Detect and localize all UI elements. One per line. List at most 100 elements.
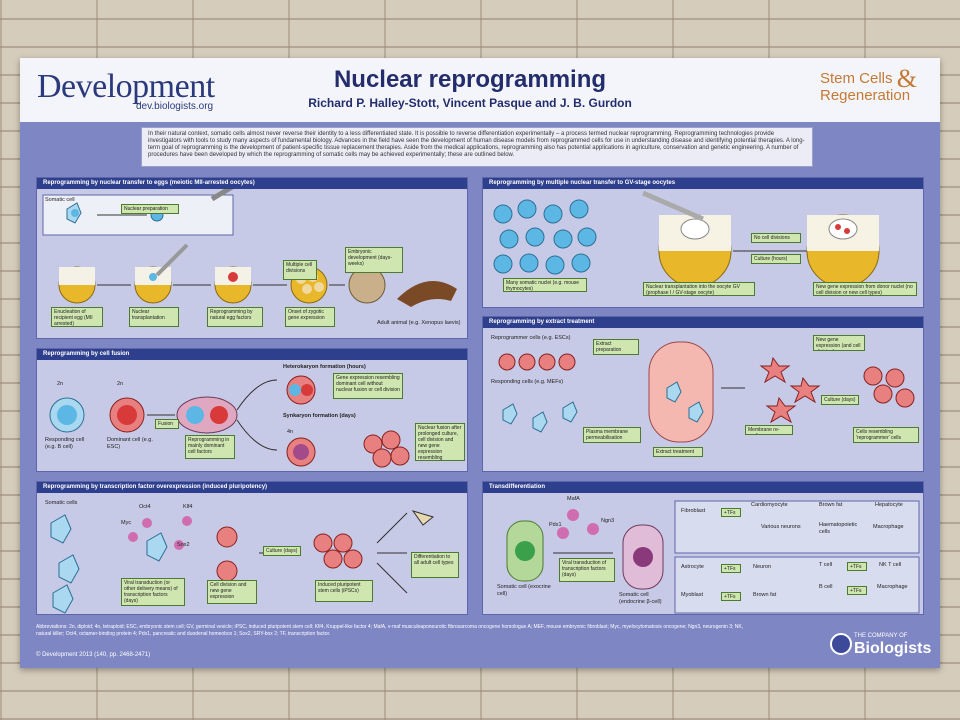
box-onset-zygotic: Onset of zygotic gene expression: [285, 307, 335, 327]
label-ngn3: Ngn3: [601, 518, 615, 524]
box-multiple-divisions: Multiple cell divisions: [283, 260, 317, 280]
box-embryonic-development: Embryonic development (days-weeks): [345, 247, 403, 273]
resembling-cells-group: [863, 366, 915, 408]
label-hepatocyte: Hepatocyte: [875, 502, 903, 508]
series-logo: Stem Cells & Regeneration: [820, 66, 930, 105]
label-fibroblast: Fibroblast: [681, 508, 706, 514]
panel-transdifferentiation: Transdifferentiation MafA Pdx1 Ngn3 Soma…: [482, 481, 924, 615]
fused-cell: [176, 396, 238, 434]
label-sox2: Sox2: [177, 542, 190, 548]
box-tfs-1: +TFs: [721, 508, 741, 517]
publisher-emblem-icon: [830, 633, 852, 655]
box-tfs-4: +TFs: [847, 562, 867, 571]
box-reprogramming-egg: Reprogramming by natural egg factors: [207, 307, 263, 327]
box-nuclear-transplantation: Nuclear transplantation: [129, 307, 179, 327]
panel-title: Reprogramming by nuclear transfer to egg…: [37, 178, 467, 189]
trans-diagram: [506, 500, 920, 614]
fusion-diagram: [49, 375, 410, 468]
synkaryon-progeny: [363, 430, 410, 468]
label-adult-animal: Adult animal (e.g. Xenopus laevis): [377, 320, 461, 326]
box-membrane-resealing: Membrane re-sealing: [745, 425, 793, 435]
poster-authors: Richard P. Halley-Stott, Vincent Pasque …: [308, 96, 632, 110]
panel-gv-oocytes: Reprogramming by multiple nuclear transf…: [482, 177, 924, 308]
ipsc-diagram: [50, 510, 435, 614]
label-responding-cell: Responding cell (e.g. B cell): [45, 437, 85, 450]
neuron-icon: [411, 510, 435, 526]
box-cell-division: Cell division and new gene expression: [207, 580, 257, 604]
label-macrophage-b: Macrophage: [877, 584, 908, 590]
box-plasma-membrane: Plasma membrane permeabilisation: [583, 427, 641, 443]
publisher-logo: THE COMPANY OF Biologists: [828, 631, 938, 661]
box-new-gene-expression: New gene expression from donor nuclei (n…: [813, 282, 917, 296]
star-cells-group: [759, 356, 821, 424]
label-nk-t-cell: NK T cell: [879, 562, 902, 568]
label-brown-fat: Brown fat: [819, 502, 843, 508]
label-t-cell: T cell: [819, 562, 833, 568]
responding-cells-group: [502, 401, 578, 433]
label-b-cell: B cell: [819, 584, 833, 590]
label-reprogrammer-cells: Reprogrammer cells (e.g. ESCs): [491, 335, 571, 341]
label-neuron: Neuron: [753, 564, 772, 570]
frog-icon: [397, 281, 457, 307]
box-enucleation: Enucleation of recipient egg (MII arrest…: [51, 307, 103, 327]
panel-title: Transdifferentiation: [483, 482, 923, 493]
panel-cell-fusion: Reprogramming by cell fusion 2n 2n 4n Re…: [36, 348, 468, 472]
box-culture-days: Culture (days): [263, 546, 301, 556]
box-induced-pluripotent: Induced pluripotent stem cells (iPSCs): [315, 580, 373, 602]
somatic-cells-group: [50, 514, 80, 614]
pipette: [642, 190, 704, 222]
box-viral-transduction: Viral transduction (or other delivery me…: [121, 578, 185, 606]
reprogrammer-cells-group: [498, 353, 576, 371]
footer-citation: © Development 2013 (140, pp. 2468-2471): [36, 652, 151, 658]
poster-header: Development dev.biologists.org Nuclear r…: [20, 58, 940, 122]
label-various-neurons: Various neurons: [761, 524, 801, 530]
panel-title: Reprogramming by transcription factor ov…: [37, 482, 467, 493]
journal-url: dev.biologists.org: [136, 101, 214, 112]
somatic-nuclei-group: [493, 199, 597, 275]
box-cells-resembling: Cells resembling 'reprogrammer' cells: [853, 427, 919, 443]
label-somatic-cells: Somatic cells: [45, 500, 78, 506]
panel-nuclear-transfer-eggs: Reprogramming by nuclear transfer to egg…: [36, 177, 468, 339]
gv-diagram: [493, 190, 880, 288]
ipsc-colony: [313, 533, 363, 569]
series-line1: Stem Cells: [820, 70, 893, 87]
egg-row: [58, 243, 457, 307]
box-differentiation: Differentiation to all adult cell types: [411, 552, 459, 578]
transcription-factors-group: [557, 509, 599, 539]
label-myoblast: Myoblast: [681, 592, 704, 598]
label-mafa: MafA: [567, 496, 580, 502]
panel-title: Reprogramming by cell fusion: [37, 349, 467, 360]
panel-title: Reprogramming by multiple nuclear transf…: [483, 178, 923, 189]
label-myc: Myc: [121, 520, 132, 526]
transcription-factors-group: [128, 516, 192, 550]
dividing-cell: [216, 526, 238, 548]
nucleus: [71, 209, 79, 217]
box-reprogramming-factors: Reprogramming in mainly dominant cell fa…: [185, 435, 235, 459]
series-ampersand: &: [896, 64, 917, 93]
label-synkaryon: Synkaryon formation (days): [283, 413, 356, 419]
box-synkaryon: Nuclear fusion after prolonged culture, …: [415, 423, 465, 461]
label-somatic-exocrine: Somatic cell (exocrine cell): [497, 584, 551, 597]
box-tfs-2: +TFs: [721, 564, 741, 573]
label-astrocyte: Astrocyte: [681, 564, 704, 570]
box-fusion: Fusion: [155, 419, 179, 429]
label-cardiomyocyte: Cardiomyocyte: [751, 502, 788, 508]
intro-text: In their natural context, somatic cells …: [141, 127, 813, 167]
box-no-cell-divisions: No cell divisions: [751, 233, 801, 243]
box-many-nuclei: Many somatic nuclei (e.g. mouse thymocyt…: [503, 278, 587, 292]
panel-title: Reprogramming by extract treatment: [483, 317, 923, 328]
box-new-gene-expression: New gene expression (and cell division): [813, 335, 865, 351]
label-responding-cells: Responding cells (e.g. MEFs): [491, 379, 564, 385]
publisher-name: Biologists: [854, 640, 932, 657]
label-somatic-cell: Somatic cell: [45, 197, 75, 203]
panel-extract-treatment: Reprogramming by extract treatment Repro…: [482, 316, 924, 472]
label-brown-fat-b: Brown fat: [753, 592, 777, 598]
label-heterokaryon: Heterokaryon formation (hours): [283, 364, 366, 370]
box-extract-treatment: Extract treatment: [653, 447, 703, 457]
label-klf4: Klf4: [183, 504, 193, 510]
label-somatic-endocrine: Somatic cell (endocrine β-cell): [619, 592, 662, 605]
extract-diagram: [498, 341, 915, 443]
box-tfs-5: +TFs: [847, 586, 867, 595]
box-extract-preparation: Extract preparation: [593, 339, 639, 355]
label-dominant-cell: Dominant cell (e.g. ESC): [107, 437, 153, 450]
